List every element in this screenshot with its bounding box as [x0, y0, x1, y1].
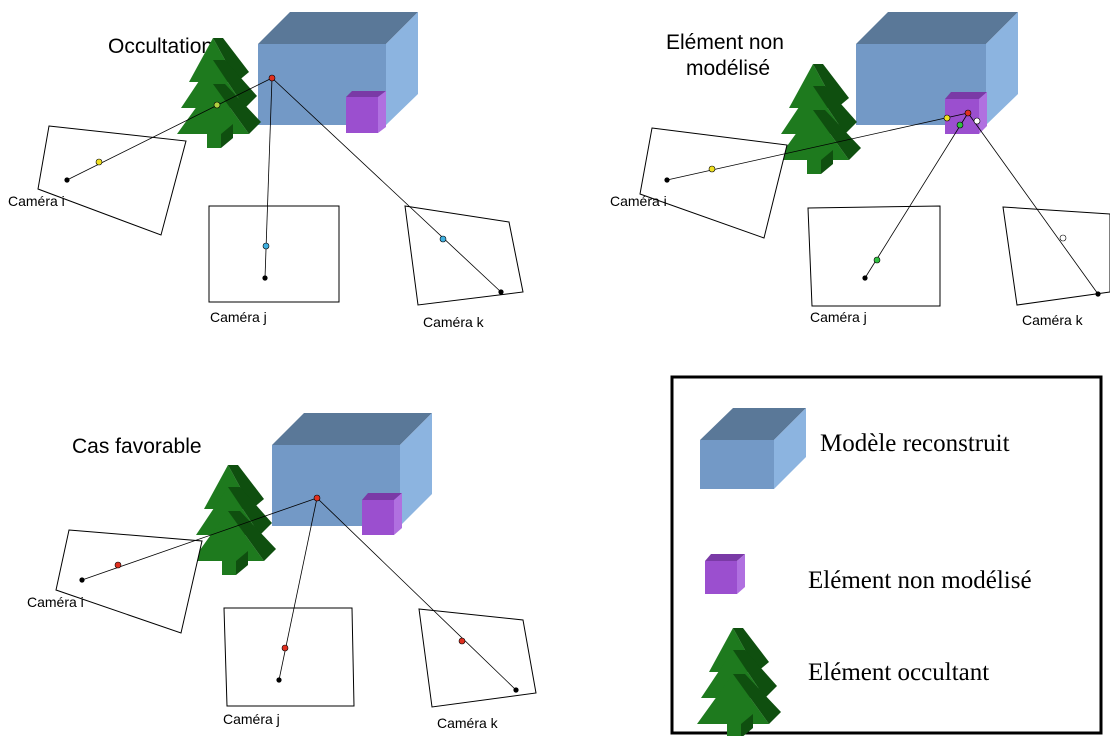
camera-i-frame [639, 127, 788, 239]
non-modeled-cube [362, 493, 402, 535]
camera-center-k [1095, 291, 1101, 297]
ray-camera-i [666, 112, 969, 181]
occluding-tree [192, 465, 276, 575]
camera-center-j [862, 275, 868, 281]
image-point-i [708, 165, 716, 173]
ray-camera-k [271, 77, 502, 293]
reconstructed-model-box [272, 413, 432, 526]
cube-point-j [956, 121, 964, 129]
cube-point-i [943, 114, 951, 122]
ray-camera-i [81, 497, 318, 581]
non-modeled-cube [346, 91, 386, 133]
purple-cube-icon [705, 554, 745, 594]
camera-center-i [664, 177, 670, 183]
ray-camera-k [316, 497, 517, 691]
model-point [964, 109, 972, 117]
camera-center-i [79, 577, 85, 583]
camera-center-k [498, 289, 504, 295]
panel-title-favorable: Cas favorable [72, 435, 202, 458]
legend-label-non-modeled: Elément non modélisé [808, 567, 1032, 594]
camera-center-j [262, 275, 268, 281]
legend-label-model: Modèle reconstruit [820, 430, 1010, 457]
tree-point [213, 101, 221, 109]
camera-i-label: Caméra i [8, 193, 65, 209]
camera-j-label: Caméra j [210, 309, 267, 325]
camera-k-frame [418, 608, 537, 708]
occluding-tree [777, 64, 861, 174]
camera-j-frame [807, 205, 941, 307]
image-point-j [873, 256, 881, 264]
panel-title-occultation: Occultation [108, 35, 213, 58]
ray-camera-j [864, 112, 969, 279]
model-point [268, 74, 276, 82]
camera-i-label: Caméra i [27, 594, 84, 610]
camera-k-frame [1002, 206, 1110, 306]
reconstructed-model-box [258, 12, 418, 125]
legend: Modèle reconstruit Elément non modélisé … [670, 375, 1103, 736]
legend-label-occluding: Elément occultant [808, 659, 989, 686]
camera-k-label: Caméra k [1022, 312, 1084, 328]
camera-i-label: Caméra i [610, 193, 667, 209]
image-point-k [1059, 234, 1067, 242]
blue-box-icon [700, 408, 806, 489]
panel-occultation: Occultation Caméra i Caméra j Caméra k [8, 12, 524, 330]
camera-k-frame [404, 205, 524, 306]
model-point [313, 494, 321, 502]
camera-j-frame [208, 205, 340, 303]
image-point-i [95, 158, 103, 166]
image-point-j [262, 242, 270, 250]
camera-i-frame [37, 125, 187, 236]
reconstructed-model-box [856, 12, 1018, 125]
camera-center-i [64, 177, 70, 183]
camera-i-frame [55, 529, 203, 634]
image-point-k [458, 637, 466, 645]
camera-k-label: Caméra k [423, 314, 485, 330]
image-point-j [281, 644, 289, 652]
camera-j-label: Caméra j [810, 309, 867, 325]
camera-j-frame [223, 607, 355, 707]
camera-center-j [276, 677, 282, 683]
panel-favorable: Cas favorable Caméra i Caméra j Caméra k [27, 413, 537, 731]
camera-center-k [513, 687, 519, 693]
non-modeled-cube [945, 92, 987, 134]
camera-k-label: Caméra k [437, 715, 499, 731]
cube-point-k [973, 117, 981, 125]
camera-j-label: Caméra j [223, 711, 280, 727]
panel-title-non-modelise-line1: Elément non [666, 31, 784, 54]
image-point-k [439, 235, 447, 243]
ray-camera-k [967, 112, 1099, 295]
panel-title-non-modelise-line2: modélisé [686, 57, 770, 80]
panel-non-modelise: Elément non modélisé Caméra i Camér [610, 12, 1110, 328]
image-point-i [114, 561, 122, 569]
